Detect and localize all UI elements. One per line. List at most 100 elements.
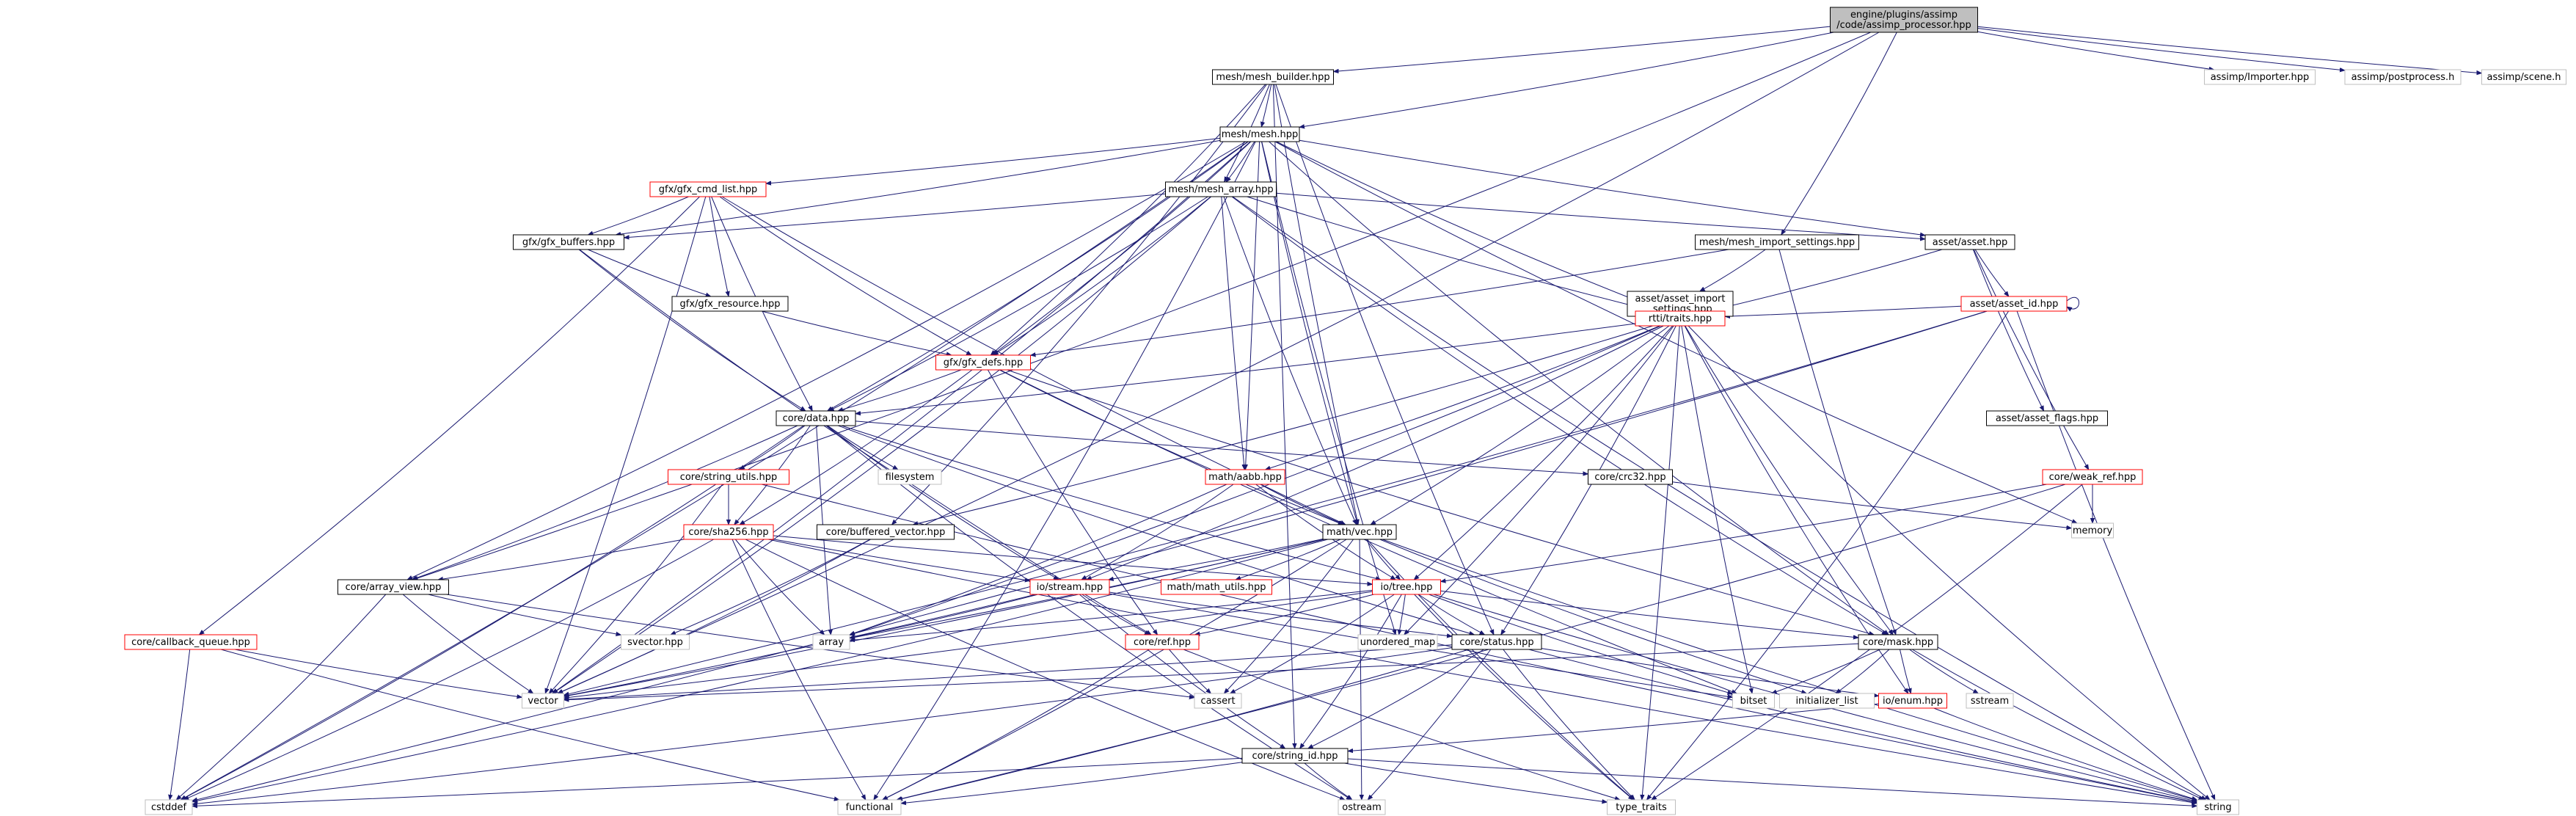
node-mesh[interactable]: mesh/mesh.hpp (1219, 126, 1300, 142)
node-box (1878, 693, 1947, 709)
node-assimp-scene[interactable]: assimp/scene.h (2481, 69, 2566, 85)
edge-math_vec-to-io_stream (1109, 539, 1324, 580)
edge-math_aabb-to-math_vec (1260, 484, 1344, 525)
edge-mesh_array-to-gfx_buffers (624, 193, 1166, 238)
edge-gfx_buffers-to-gfx_resource (588, 249, 711, 296)
node-core-buffered-vector[interactable]: core/buffered_vector.hpp (817, 524, 955, 540)
edge-root-to-vector (558, 32, 1880, 694)
node-svector[interactable]: svector.hpp (621, 634, 690, 650)
node-functional[interactable]: functional (837, 799, 902, 815)
node-core-string-id[interactable]: core/string_id.hpp (1241, 748, 1349, 764)
edge-core_data-to-io_stream (826, 425, 1059, 580)
edge-core_data-to-core_array_view (412, 425, 798, 580)
node-array[interactable]: array (812, 634, 850, 650)
edge-mesh-to-rtti_traits (1276, 141, 1663, 312)
node-core-array-view[interactable]: core/array_view.hpp (337, 579, 449, 595)
node-memory[interactable]: memory (2071, 522, 2114, 539)
node-label: core/array_view.hpp (346, 582, 442, 593)
node-label: assimp/Importer.hpp (2211, 72, 2310, 83)
edge-rtti_traits-to-io_stream (1087, 325, 1664, 580)
node-ostream[interactable]: ostream (1338, 799, 1386, 815)
node-string[interactable]: string (2197, 799, 2239, 815)
node-cassert[interactable]: cassert (1194, 693, 1242, 709)
edge-root-to-assimp_importer (1977, 31, 2214, 70)
node-core-data[interactable]: core/data.hpp (776, 410, 856, 426)
node-sstream[interactable]: sstream (1966, 693, 2014, 709)
node-core-string-utils[interactable]: core/string_utils.hpp (668, 469, 789, 485)
node-core-callback-queue[interactable]: core/callback_queue.hpp (124, 634, 258, 650)
edge-core_status-to-ostream (1368, 649, 1492, 800)
node-label: assimp/postprocess.h (2351, 72, 2455, 83)
edge-mesh_array-to-math_aabb (1221, 196, 1244, 470)
node-root[interactable]: engine/plugins/assimp/code/assimp_proces… (1830, 7, 1978, 33)
node-gfx-buffers[interactable]: gfx/gfx_buffers.hpp (513, 234, 624, 250)
edge-rtti_traits-to-math_vec (1371, 325, 1670, 525)
edge-gfx_buffers-to-core_data (578, 249, 806, 411)
edge-asset_id-to-vector (564, 310, 1988, 695)
node-asset[interactable]: asset/asset.hpp (1924, 234, 2015, 250)
node-math-aabb[interactable]: math/aabb.hpp (1205, 469, 1285, 485)
node-label: assimp/scene.h (2487, 72, 2561, 83)
edge-math_vec-to-cstddef (192, 539, 1328, 802)
node-cstddef[interactable]: cstddef (145, 799, 193, 815)
node-box (1635, 310, 1726, 327)
node-vector[interactable]: vector (522, 693, 564, 709)
node-box (649, 181, 767, 197)
node-math-vec[interactable]: math/vec.hpp (1322, 524, 1397, 540)
node-label: gfx/gfx_cmd_list.hpp (659, 184, 757, 195)
node-asset-id[interactable]: asset/asset_id.hpp (1960, 296, 2068, 312)
node-label: io/tree.hpp (1381, 582, 1433, 593)
node-label: core/callback_queue.hpp (131, 637, 250, 648)
edge-gfx_cmd_list-to-vector (545, 196, 707, 693)
node-box (1372, 579, 1441, 595)
edge-core_mask-to-string (1912, 649, 2203, 801)
node-core-ref[interactable]: core/ref.hpp (1125, 634, 1200, 650)
node-type-traits[interactable]: type_traits (1607, 799, 1676, 815)
node-assimp-importer[interactable]: assimp/Importer.hpp (2204, 69, 2316, 85)
node-box (1322, 524, 1397, 540)
node-io-enum[interactable]: io/enum.hpp (1878, 693, 1947, 709)
edge-io_tree-to-core_ref (1194, 594, 1374, 635)
node-gfx-cmd-list[interactable]: gfx/gfx_cmd_list.hpp (649, 181, 767, 197)
edge-mesh_builder-to-gfx_defs (990, 84, 1266, 355)
edge-root-to-mesh_import_settings (1781, 32, 1897, 235)
node-label: core/buffered_vector.hpp (826, 527, 946, 538)
edge-core_string_id-to-type_traits (1344, 762, 1607, 802)
node-label: core/data.hpp (783, 413, 850, 424)
node-io-tree[interactable]: io/tree.hpp (1372, 579, 1441, 595)
edge-io_tree-to-type_traits (1414, 594, 1634, 800)
node-gfx-resource[interactable]: gfx/gfx_resource.hpp (671, 296, 789, 312)
node-core-weak-ref[interactable]: core/weak_ref.hpp (2042, 469, 2143, 485)
node-math-utils[interactable]: math/math_utils.hpp (1161, 579, 1272, 595)
node-label: filesystem (886, 472, 935, 483)
edge-root-to-assimp_scene (1977, 26, 2482, 73)
node-core-sha256[interactable]: core/sha256.hpp (683, 524, 774, 540)
node-initializer-list[interactable]: initializer_list (1779, 693, 1875, 709)
node-assimp-postprocess[interactable]: assimp/postprocess.h (2344, 69, 2462, 85)
edge-mesh_import_settings-to-asset_import_settings (1700, 249, 1766, 291)
edge-mesh-to-functional (874, 141, 1256, 800)
edge-mesh-to-gfx_buffers (616, 139, 1221, 235)
node-asset-flags[interactable]: asset/asset_flags.hpp (1986, 410, 2108, 426)
edge-rtti_traits-to-core_mask (1685, 325, 1894, 635)
node-rtti-traits[interactable]: rtti/traits.hpp (1635, 310, 1726, 327)
node-core-status[interactable]: core/status.hpp (1451, 634, 1542, 650)
node-io-stream[interactable]: io/stream.hpp (1029, 579, 1110, 595)
node-filesystem[interactable]: filesystem (877, 469, 942, 485)
node-mesh-import-settings[interactable]: mesh/mesh_import_settings.hpp (1695, 234, 1859, 250)
node-mesh-array[interactable]: mesh/mesh_array.hpp (1165, 181, 1277, 197)
node-core-crc32[interactable]: core/crc32.hpp (1588, 469, 1673, 485)
node-gfx-defs[interactable]: gfx/gfx_defs.hpp (935, 354, 1031, 371)
edge-mesh-to-gfx_cmd_list (766, 137, 1221, 183)
edge-io_enum-to-string (1933, 707, 2197, 800)
node-unordered-map[interactable]: unordered_map (1357, 634, 1438, 650)
node-label: string (2204, 802, 2231, 813)
edge-math_vec-to-functional (883, 539, 1347, 801)
node-box (1986, 410, 2108, 426)
node-core-mask[interactable]: core/mask.hpp (1858, 634, 1938, 650)
node-mesh-builder[interactable]: mesh/mesh_builder.hpp (1212, 69, 1334, 85)
node-bitset[interactable]: bitset (1732, 693, 1775, 709)
edge-core_string_id-to-ostream (1304, 762, 1352, 800)
edge-core_ref-to-cassert (1169, 649, 1211, 693)
